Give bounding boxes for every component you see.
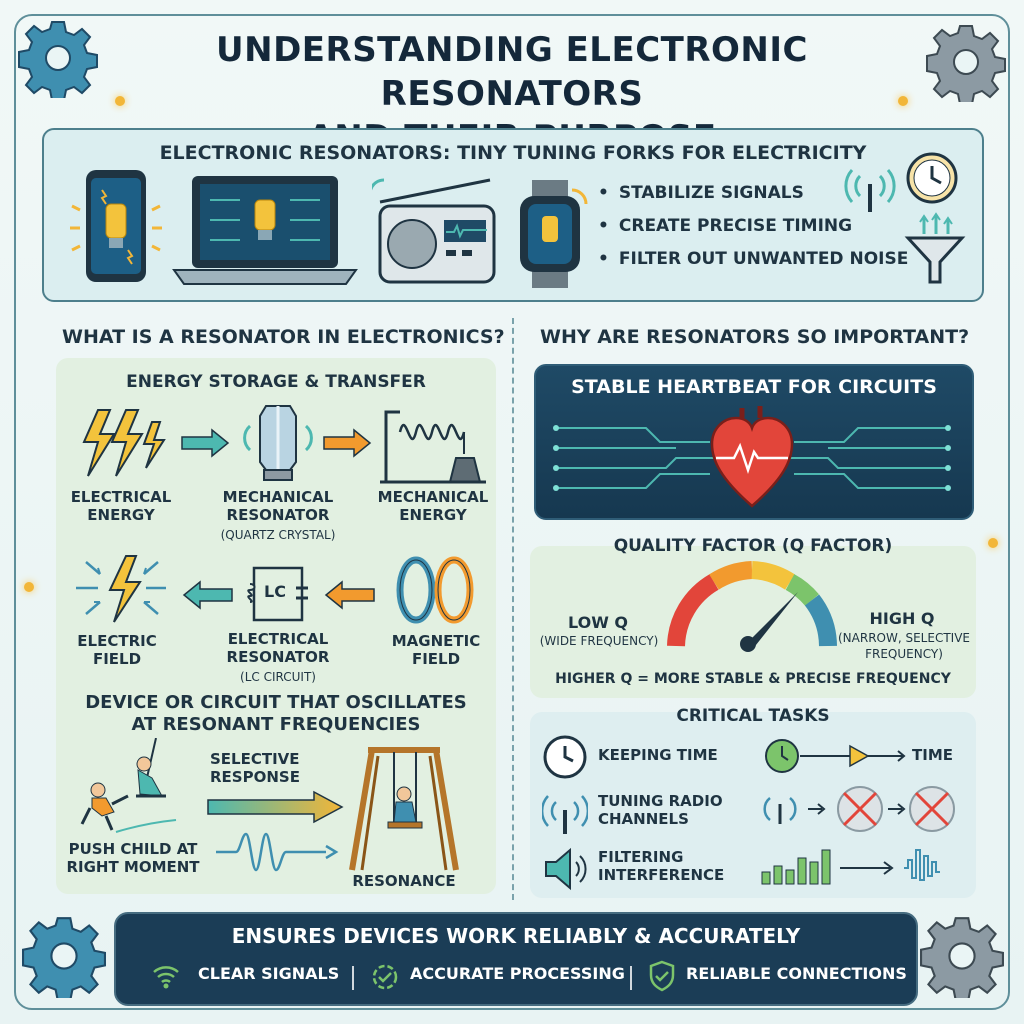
intro-heading: ELECTRONIC RESONATORS: TINY TUNING FORKS… (159, 142, 867, 164)
left-section-title: WHAT IS A RESONATOR IN ELECTRONICS? (62, 326, 505, 348)
smartwatch-icon (520, 180, 588, 288)
electric-field-icon (76, 555, 166, 623)
high-q-sublabel: (NARROW, SELECTIVE FREQUENCY) (838, 631, 970, 661)
clock-icon (906, 152, 958, 204)
intro-bullets: STABILIZE SIGNALS CREATE PRECISE TIMING … (598, 183, 908, 282)
q-factor-title: QUALITY FACTOR (Q FACTOR) (613, 536, 893, 556)
gear-icon (18, 21, 98, 98)
arrow-left-icon (324, 580, 375, 610)
q-summary: HIGHER Q = MORE STABLE & PRECISE FREQUEN… (555, 671, 951, 687)
time-flow-icon (765, 739, 906, 773)
low-q-sublabel: (WIDE FREQUENCY) (539, 634, 659, 648)
arrow-left-icon (182, 580, 233, 610)
glow-dot (115, 96, 125, 106)
radio-tower-icon (542, 795, 588, 834)
bottom-title: ENSURES DEVICES WORK RELIABLY & ACCURATE… (231, 924, 801, 948)
clear-signals-label: CLEAR SIGNALS (198, 964, 340, 983)
wave-icon (216, 832, 339, 872)
filter-signal-icon (761, 849, 940, 885)
lc-sublabel: (LC CIRCUIT) (240, 670, 316, 684)
right-section-title: WHY ARE RESONATORS SO IMPORTANT? (540, 326, 970, 348)
reliable-connections-label: RELIABLE CONNECTIONS (686, 964, 907, 983)
high-q-label: HIGH Q (869, 609, 935, 628)
heartbeat-title: STABLE HEARTBEAT FOR CIRCUITS (571, 376, 937, 398)
electrical-resonator-label: ELECTRICAL RESONATOR (226, 630, 330, 666)
critical-tasks-panel (530, 712, 976, 898)
clock-icon (543, 735, 587, 779)
accurate-processing-label: ACCURATE PROCESSING (410, 964, 625, 983)
critical-tasks-title: CRITICAL TASKS (676, 706, 830, 726)
bullet-item: STABILIZE SIGNALS (598, 183, 908, 216)
heart-icon (710, 406, 794, 508)
mechanical-resonator-label: MECHANICAL RESONATOR (222, 488, 334, 524)
blocked-channels-icon (763, 786, 955, 832)
filter-funnel-icon (904, 212, 966, 284)
push-child-label: PUSH CHILD AT RIGHT MOMENT (66, 840, 200, 876)
separator (630, 966, 632, 990)
quartz-sublabel: (QUARTZ CRYSTAL) (220, 528, 336, 542)
bullet-item: FILTER OUT UNWANTED NOISE (598, 249, 908, 282)
resonance-label: RESONANCE (352, 872, 456, 890)
signal-tower-icon (844, 169, 896, 212)
gear-icon (920, 917, 1004, 998)
gear-icon (926, 25, 1006, 102)
mechanical-energy-label: MECHANICAL ENERGY (377, 488, 489, 524)
speaker-icon (545, 847, 587, 891)
glow-dot (24, 582, 34, 592)
electric-field-label: ELECTRIC FIELD (77, 632, 157, 668)
children-swinging-icon (80, 738, 177, 833)
title-line-1: UNDERSTANDING ELECTRONIC RESONATORS (216, 30, 808, 114)
gradient-arrow-icon (207, 790, 344, 824)
oscillate-title: DEVICE OR CIRCUIT THAT OSCILLATES AT RES… (85, 692, 467, 735)
low-q-label: LOW Q (567, 613, 629, 632)
keeping-time-label: KEEPING TIME (598, 746, 718, 764)
radio-icon (372, 178, 496, 284)
energy-title: ENERGY STORAGE & TRANSFER (126, 372, 426, 392)
check-circle-icon (372, 964, 398, 990)
selective-response-label: SELECTIVE RESPONSE (210, 750, 300, 786)
gauge-icon (667, 561, 837, 652)
filtering-label: FILTERING INTERFERENCE (598, 848, 725, 884)
bottom-banner: ENSURES DEVICES WORK RELIABLY & ACCURATE… (114, 912, 918, 1006)
section-divider (512, 318, 514, 900)
time-label: TIME (912, 746, 953, 764)
glow-dot (898, 96, 908, 106)
arrow-right-icon (323, 428, 372, 458)
circuit-lines-icon (553, 425, 951, 491)
spring-weight-icon (380, 410, 486, 484)
gear-icon (22, 917, 106, 998)
laptop-icon (172, 176, 358, 285)
tuning-radio-label: TUNING RADIO CHANNELS (598, 792, 723, 828)
glow-dot (988, 538, 998, 548)
lc-circuit-icon (247, 566, 308, 622)
outer-frame (14, 14, 1010, 1010)
lc-label: LC (264, 582, 286, 601)
electrical-energy-label: ELECTRICAL ENERGY (70, 488, 172, 524)
lightning-icon (82, 409, 166, 477)
arrow-right-icon (181, 428, 230, 458)
smartphone-icon (70, 170, 162, 282)
magnetic-field-label: MAGNETIC FIELD (391, 632, 481, 668)
shield-check-icon (649, 960, 675, 992)
quartz-crystal-icon (243, 405, 313, 481)
bullet-item: CREATE PRECISE TIMING (598, 216, 908, 249)
swing-set-icon (349, 747, 459, 871)
separator (352, 966, 354, 990)
wifi-icon (153, 966, 179, 989)
magnetic-field-icon (396, 556, 474, 624)
